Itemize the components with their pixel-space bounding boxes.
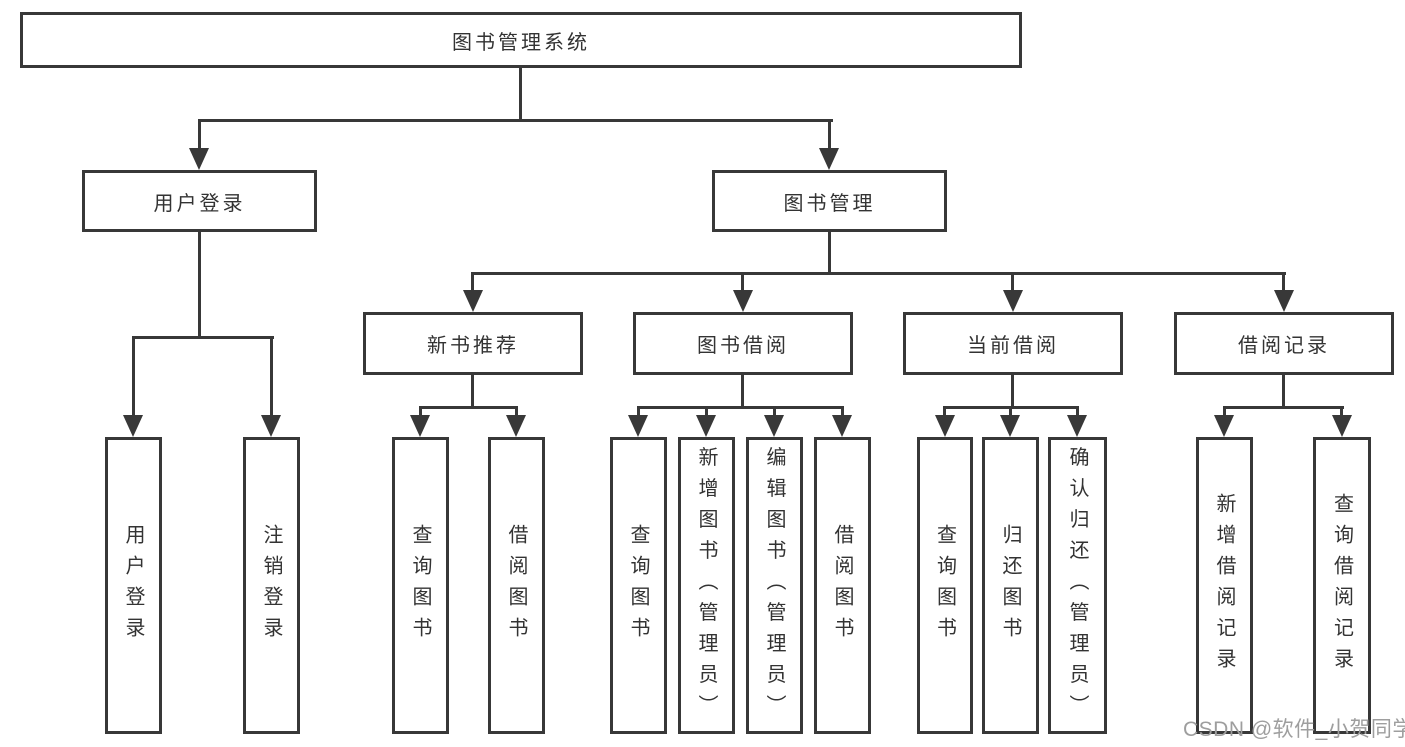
- arrowhead-down-icon: [1000, 415, 1020, 437]
- node-root: 图书管理系统: [20, 12, 1022, 68]
- arrowhead-down-icon: [1332, 415, 1352, 437]
- leaf-label: 注销登录: [260, 523, 282, 648]
- leaf-label: 查询借阅记录: [1330, 492, 1353, 679]
- arrowhead-down-icon: [832, 415, 852, 437]
- node-book-management: 图书管理: [712, 170, 947, 232]
- connector-line: [741, 272, 744, 292]
- leaf-query-books-borrow: 查询图书: [610, 437, 667, 734]
- arrowhead-down-icon: [696, 415, 716, 437]
- node-current-borrow: 当前借阅: [903, 312, 1123, 375]
- connector-line: [198, 119, 833, 122]
- connector-line: [637, 406, 640, 417]
- leaf-query-books-newbook: 查询图书: [392, 437, 449, 734]
- arrowhead-down-icon: [628, 415, 648, 437]
- connector-line: [1011, 375, 1014, 408]
- arrowhead-down-icon: [463, 290, 483, 312]
- connector-line: [773, 406, 776, 417]
- arrowhead-down-icon: [733, 290, 753, 312]
- leaf-label: 编辑图书（管理员）: [763, 446, 785, 725]
- connector-line: [1223, 406, 1344, 409]
- leaf-label: 查询图书: [627, 523, 649, 648]
- connector-line: [198, 119, 201, 150]
- leaf-logout: 注销登录: [243, 437, 300, 734]
- arrowhead-down-icon: [1274, 290, 1294, 312]
- connector-line: [132, 336, 135, 417]
- csdn-watermark: CSDN @软件_小贺同学: [1183, 718, 1405, 741]
- node-user-login: 用户登录: [82, 170, 317, 232]
- connector-line: [841, 406, 844, 417]
- arrowhead-down-icon: [1003, 290, 1023, 312]
- node-borrow-records: 借阅记录: [1174, 312, 1394, 375]
- connector-line: [1223, 406, 1226, 417]
- leaf-add-borrow-record: 新增借阅记录: [1196, 437, 1253, 734]
- arrowhead-down-icon: [261, 415, 281, 437]
- arrowhead-down-icon: [764, 415, 784, 437]
- leaf-label: 新增借阅记录: [1213, 492, 1235, 679]
- connector-line: [705, 406, 708, 417]
- leaf-query-borrow-record: 查询借阅记录: [1313, 437, 1371, 734]
- leaf-borrow-books-borrow: 借阅图书: [814, 437, 871, 734]
- leaf-label: 借阅图书: [831, 523, 853, 648]
- leaf-label: 确认归还（管理员）: [1066, 446, 1088, 725]
- connector-line: [270, 336, 273, 417]
- leaf-label: 查询图书: [409, 523, 431, 648]
- connector-line: [943, 406, 946, 417]
- leaf-label: 新增图书（管理员）: [695, 446, 717, 725]
- connector-line: [519, 68, 522, 122]
- leaf-label: 归还图书: [999, 523, 1021, 648]
- connector-line: [471, 272, 1286, 275]
- leaf-query-books-current: 查询图书: [917, 437, 973, 734]
- connector-line: [471, 375, 474, 408]
- leaf-borrow-books-newbook: 借阅图书: [488, 437, 545, 734]
- leaf-confirm-return-admin: 确认归还（管理员）: [1048, 437, 1107, 734]
- connector-line: [828, 232, 831, 274]
- arrowhead-down-icon: [819, 148, 839, 170]
- connector-line: [637, 406, 844, 409]
- node-new-book-recommend: 新书推荐: [363, 312, 583, 375]
- leaf-add-books-admin: 新增图书（管理员）: [678, 437, 735, 734]
- leaf-label: 查询图书: [933, 523, 956, 648]
- leaf-user-login: 用户登录: [105, 437, 162, 734]
- connector-line: [515, 406, 518, 417]
- connector-line: [1282, 272, 1285, 292]
- connector-line: [198, 232, 201, 338]
- connector-line: [471, 272, 474, 292]
- connector-line: [1011, 272, 1014, 292]
- connector-line: [741, 375, 744, 408]
- arrowhead-down-icon: [410, 415, 430, 437]
- leaf-edit-books-admin: 编辑图书（管理员）: [746, 437, 803, 734]
- connector-line: [419, 406, 518, 409]
- connector-line: [1076, 406, 1079, 417]
- connector-line: [828, 119, 831, 150]
- leaf-label: 用户登录: [122, 523, 144, 648]
- connector-line: [132, 336, 274, 339]
- arrowhead-down-icon: [123, 415, 143, 437]
- connector-line: [419, 406, 422, 417]
- leaf-return-books: 归还图书: [982, 437, 1039, 734]
- arrowhead-down-icon: [189, 148, 209, 170]
- leaf-label: 借阅图书: [505, 523, 527, 648]
- arrowhead-down-icon: [506, 415, 526, 437]
- connector-line: [1282, 375, 1285, 408]
- connector-line: [1009, 406, 1012, 417]
- connector-line: [1340, 406, 1343, 417]
- arrowhead-down-icon: [935, 415, 955, 437]
- arrowhead-down-icon: [1067, 415, 1087, 437]
- arrowhead-down-icon: [1214, 415, 1234, 437]
- node-book-borrow: 图书借阅: [633, 312, 853, 375]
